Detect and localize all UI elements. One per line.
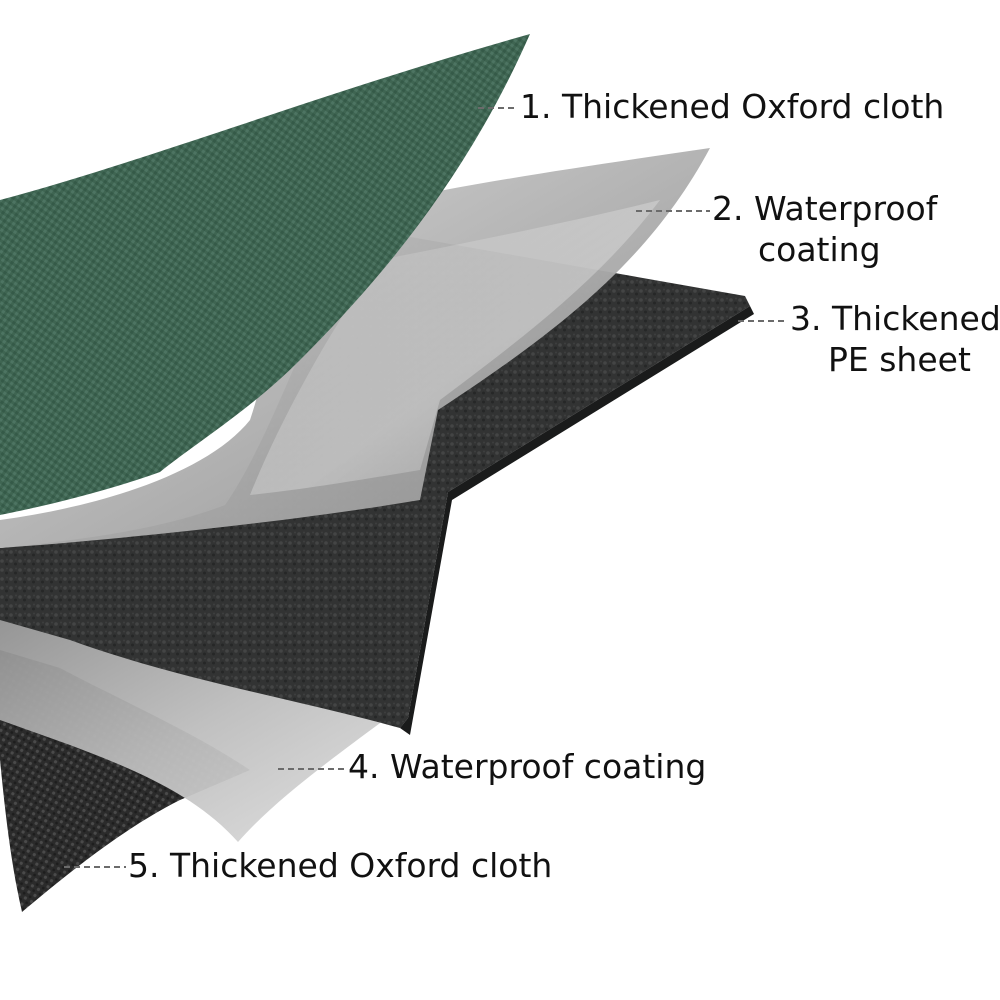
label-layer-2-line-1: 2. Waterproof (712, 189, 938, 228)
label-layer-5: 5. Thickened Oxford cloth (128, 846, 553, 885)
label-layer-2-line-2: coating (758, 230, 881, 269)
label-layer-3-line-2: PE sheet (828, 340, 971, 379)
label-layer-4: 4. Waterproof coating (348, 747, 707, 786)
layer-1-oxford-cloth (0, 34, 530, 515)
layer-4-waterproof-coating (0, 615, 395, 842)
callout-layer-5: 5. Thickened Oxford cloth (128, 845, 552, 886)
callout-layer-2: 2. Waterproof coating (712, 188, 937, 270)
callout-layer-1: 1. Thickened Oxford cloth (520, 86, 944, 127)
callout-layer-3: 3. Thickened PE sheet (790, 298, 1000, 380)
leader-lines (64, 107, 788, 868)
label-layer-1: 1. Thickened Oxford cloth (520, 87, 945, 126)
callout-layer-4: 4. Waterproof coating (348, 746, 706, 787)
label-layer-3-line-1: 3. Thickened (790, 299, 1000, 338)
layer-2-shine (250, 200, 660, 495)
